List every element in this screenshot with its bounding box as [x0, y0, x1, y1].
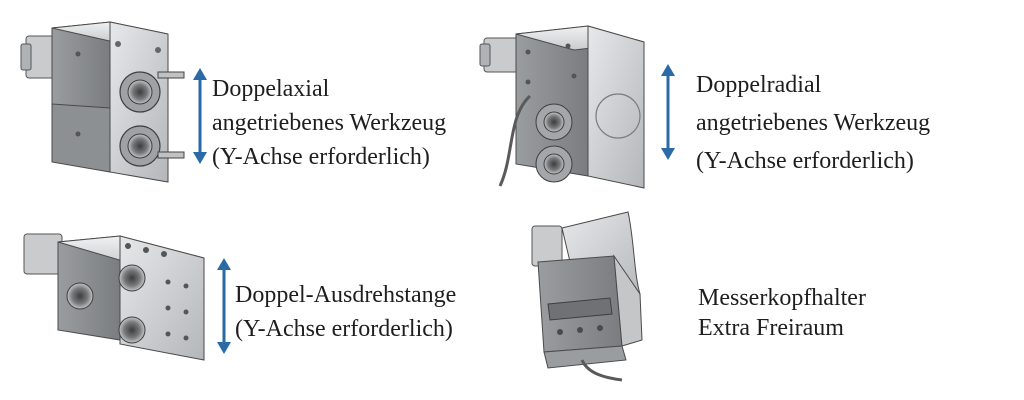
- label-line: Messerkopfhalter: [698, 285, 866, 311]
- double-radial-tool-holder-icon: [479, 25, 645, 189]
- label-line: (Y-Achse erforderlich): [696, 148, 914, 174]
- label-line: Doppelradial: [696, 72, 822, 98]
- double-boring-bar-holder-icon: [23, 233, 205, 361]
- vertical-double-arrow-icon-3: [217, 258, 231, 354]
- label-doppelradial: Doppelradial angetriebenes Werkzeug (Y-A…: [696, 66, 930, 180]
- label-line: (Y-Achse erforderlich): [235, 316, 453, 342]
- label-line: Doppel-Ausdrehstange: [235, 282, 457, 308]
- vertical-double-arrow-icon-1: [193, 68, 207, 164]
- vertical-double-arrow-icon-2: [661, 64, 675, 160]
- double-axial-tool-holder-icon: [20, 21, 185, 183]
- label-line: (Y-Achse erforderlich): [212, 144, 430, 170]
- label-doppelaxial: Doppelaxial angetriebenes Werkzeug (Y-Ac…: [212, 72, 446, 174]
- label-messerkopfhalter: Messerkopfhalter Extra Freiraum: [698, 283, 866, 343]
- label-line: angetriebenes Werkzeug: [212, 110, 447, 136]
- label-line: Doppelaxial: [212, 76, 330, 102]
- label-line: angetriebenes Werkzeug: [696, 110, 931, 136]
- label-doppel-ausdrehstange: Doppel-Ausdrehstange (Y-Achse erforderli…: [235, 278, 456, 346]
- label-line: Extra Freiraum: [698, 315, 844, 341]
- cutter-head-holder-icon: [531, 211, 643, 382]
